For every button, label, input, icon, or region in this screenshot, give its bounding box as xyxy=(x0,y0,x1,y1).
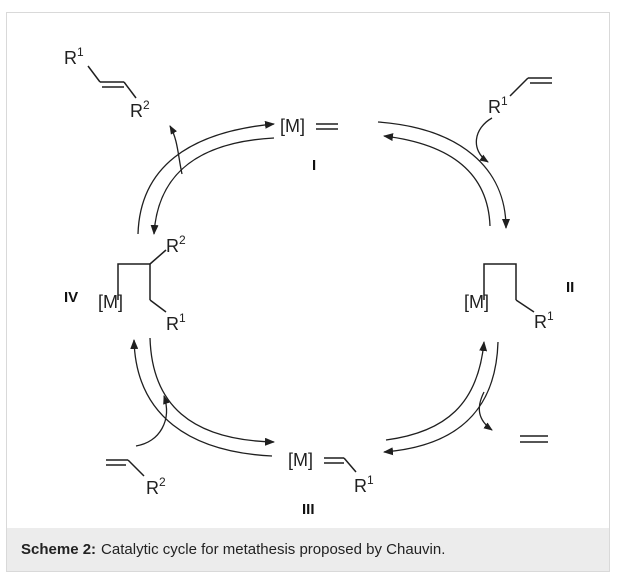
arrow-IV-to-I xyxy=(137,120,275,235)
reagent-alkene-r1: R1 xyxy=(488,77,552,117)
product-bond-2 xyxy=(123,81,137,99)
caption-text: Catalytic cycle for metathesis proposed … xyxy=(101,541,446,558)
metal-II: [M] xyxy=(464,292,489,312)
label-II: II xyxy=(566,279,574,296)
arrow-I-to-IV xyxy=(150,137,275,235)
alkene-r1-entry-arrow xyxy=(475,117,493,163)
bond-III-R xyxy=(343,457,357,473)
arrow-II-to-III xyxy=(383,341,499,456)
caption: Scheme 2: Catalytic cycle for metathesis… xyxy=(7,528,609,571)
metal-IV: [M] xyxy=(98,292,123,312)
arc-III-IV xyxy=(130,337,275,457)
caption-label: Scheme 2: xyxy=(21,541,97,558)
reagent-alkene-r2: R2 xyxy=(106,459,166,498)
label-I: I xyxy=(312,157,316,174)
arrow-III-to-IV xyxy=(130,339,273,457)
r-bottom-IV: R1 xyxy=(166,311,186,334)
ring-IV xyxy=(117,263,151,300)
arrow-IV-to-III xyxy=(149,337,275,446)
alkene-r1-label: R1 xyxy=(488,94,508,117)
product-release-arrow xyxy=(169,125,183,175)
bond-IV-R-top xyxy=(149,249,167,265)
bond-II-R xyxy=(515,299,535,313)
species-I: [M] I xyxy=(280,116,338,174)
arrow-I-to-II xyxy=(377,121,510,229)
ethylene-byproduct xyxy=(520,435,548,443)
alkene-r2-entry-arrow xyxy=(135,395,170,447)
r-top-IV: R2 xyxy=(166,233,186,256)
r-III: R1 xyxy=(354,473,374,496)
species-IV: [M] R2 R1 IV xyxy=(64,233,186,334)
product-r1-label: R1 xyxy=(64,45,84,68)
ring-II xyxy=(483,263,517,300)
alkene-r2-label: R2 xyxy=(146,475,166,498)
arrow-II-to-I xyxy=(383,133,491,227)
species-II: [M] R1 II xyxy=(464,263,574,332)
metal-III: [M] xyxy=(288,450,313,470)
label-III: III xyxy=(302,501,315,518)
figure-frame xyxy=(6,12,610,572)
bond-IV-R-bottom xyxy=(149,299,167,313)
alkene-r1-single xyxy=(509,77,529,97)
r-II: R1 xyxy=(534,309,554,332)
arrow-III-to-II xyxy=(385,341,488,441)
product-bond-1 xyxy=(87,65,101,83)
product-r2-label: R2 xyxy=(130,98,150,121)
label-IV: IV xyxy=(64,289,78,306)
arc-I-II xyxy=(377,117,510,229)
metal-I: [M] xyxy=(280,116,305,136)
species-III: [M] R1 III xyxy=(288,450,374,518)
alkene-r2-single xyxy=(127,459,145,477)
ethylene-release-arrow xyxy=(478,391,493,431)
arc-II-III xyxy=(383,341,499,456)
product-alkene: R1 R2 xyxy=(64,45,150,121)
arc-IV-I xyxy=(137,120,275,235)
